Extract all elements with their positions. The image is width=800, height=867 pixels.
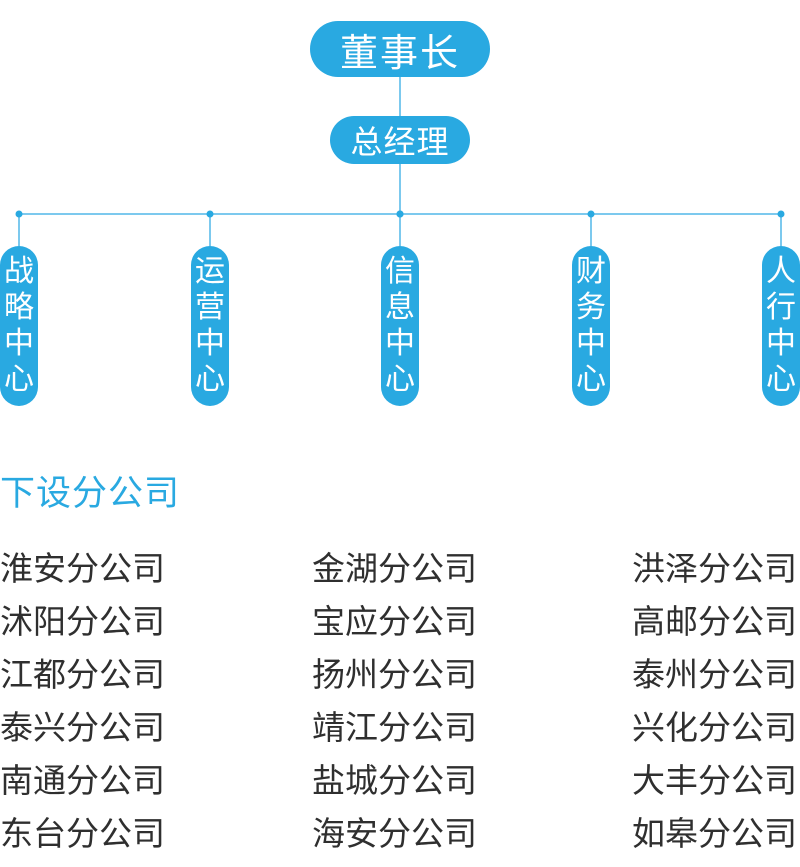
company-item: 盐城分公司: [312, 761, 477, 800]
company-item: 泰州分公司: [632, 655, 797, 694]
general-manager-node: 总经理: [330, 116, 470, 164]
center-node-operations: 运营中心: [191, 246, 229, 406]
junction-dot: [777, 210, 785, 218]
company-item: 大丰分公司: [632, 761, 797, 800]
company-item: 洪泽分公司: [632, 549, 797, 588]
center-node-finance: 财务中心: [572, 246, 610, 406]
company-item: 如皋分公司: [632, 814, 797, 853]
subsidiaries-heading: 下设分公司: [0, 474, 181, 514]
company-item: 南通分公司: [0, 761, 165, 800]
company-item: 宝应分公司: [312, 602, 477, 641]
junction-dot: [206, 210, 214, 218]
company-item: 泰兴分公司: [0, 708, 165, 747]
center-node-strategy: 战略中心: [0, 246, 38, 406]
company-item: 扬州分公司: [312, 655, 477, 694]
company-item: 淮安分公司: [0, 549, 165, 588]
company-item: 高邮分公司: [632, 602, 797, 641]
company-item: 金湖分公司: [312, 549, 477, 588]
junction-dot: [587, 210, 595, 218]
company-item: 江都分公司: [0, 655, 165, 694]
chairman-node: 董事长: [310, 21, 490, 77]
junction-dot: [396, 210, 404, 218]
company-item: 东台分公司: [0, 814, 165, 853]
company-item: 靖江分公司: [312, 708, 477, 747]
junction-dot: [15, 210, 23, 218]
center-node-information: 信息中心: [381, 246, 419, 406]
company-item: 沭阳分公司: [0, 602, 165, 641]
company-item: 兴化分公司: [632, 708, 797, 747]
center-node-hr: 人行中心: [762, 246, 800, 406]
company-item: 海安分公司: [312, 814, 477, 853]
